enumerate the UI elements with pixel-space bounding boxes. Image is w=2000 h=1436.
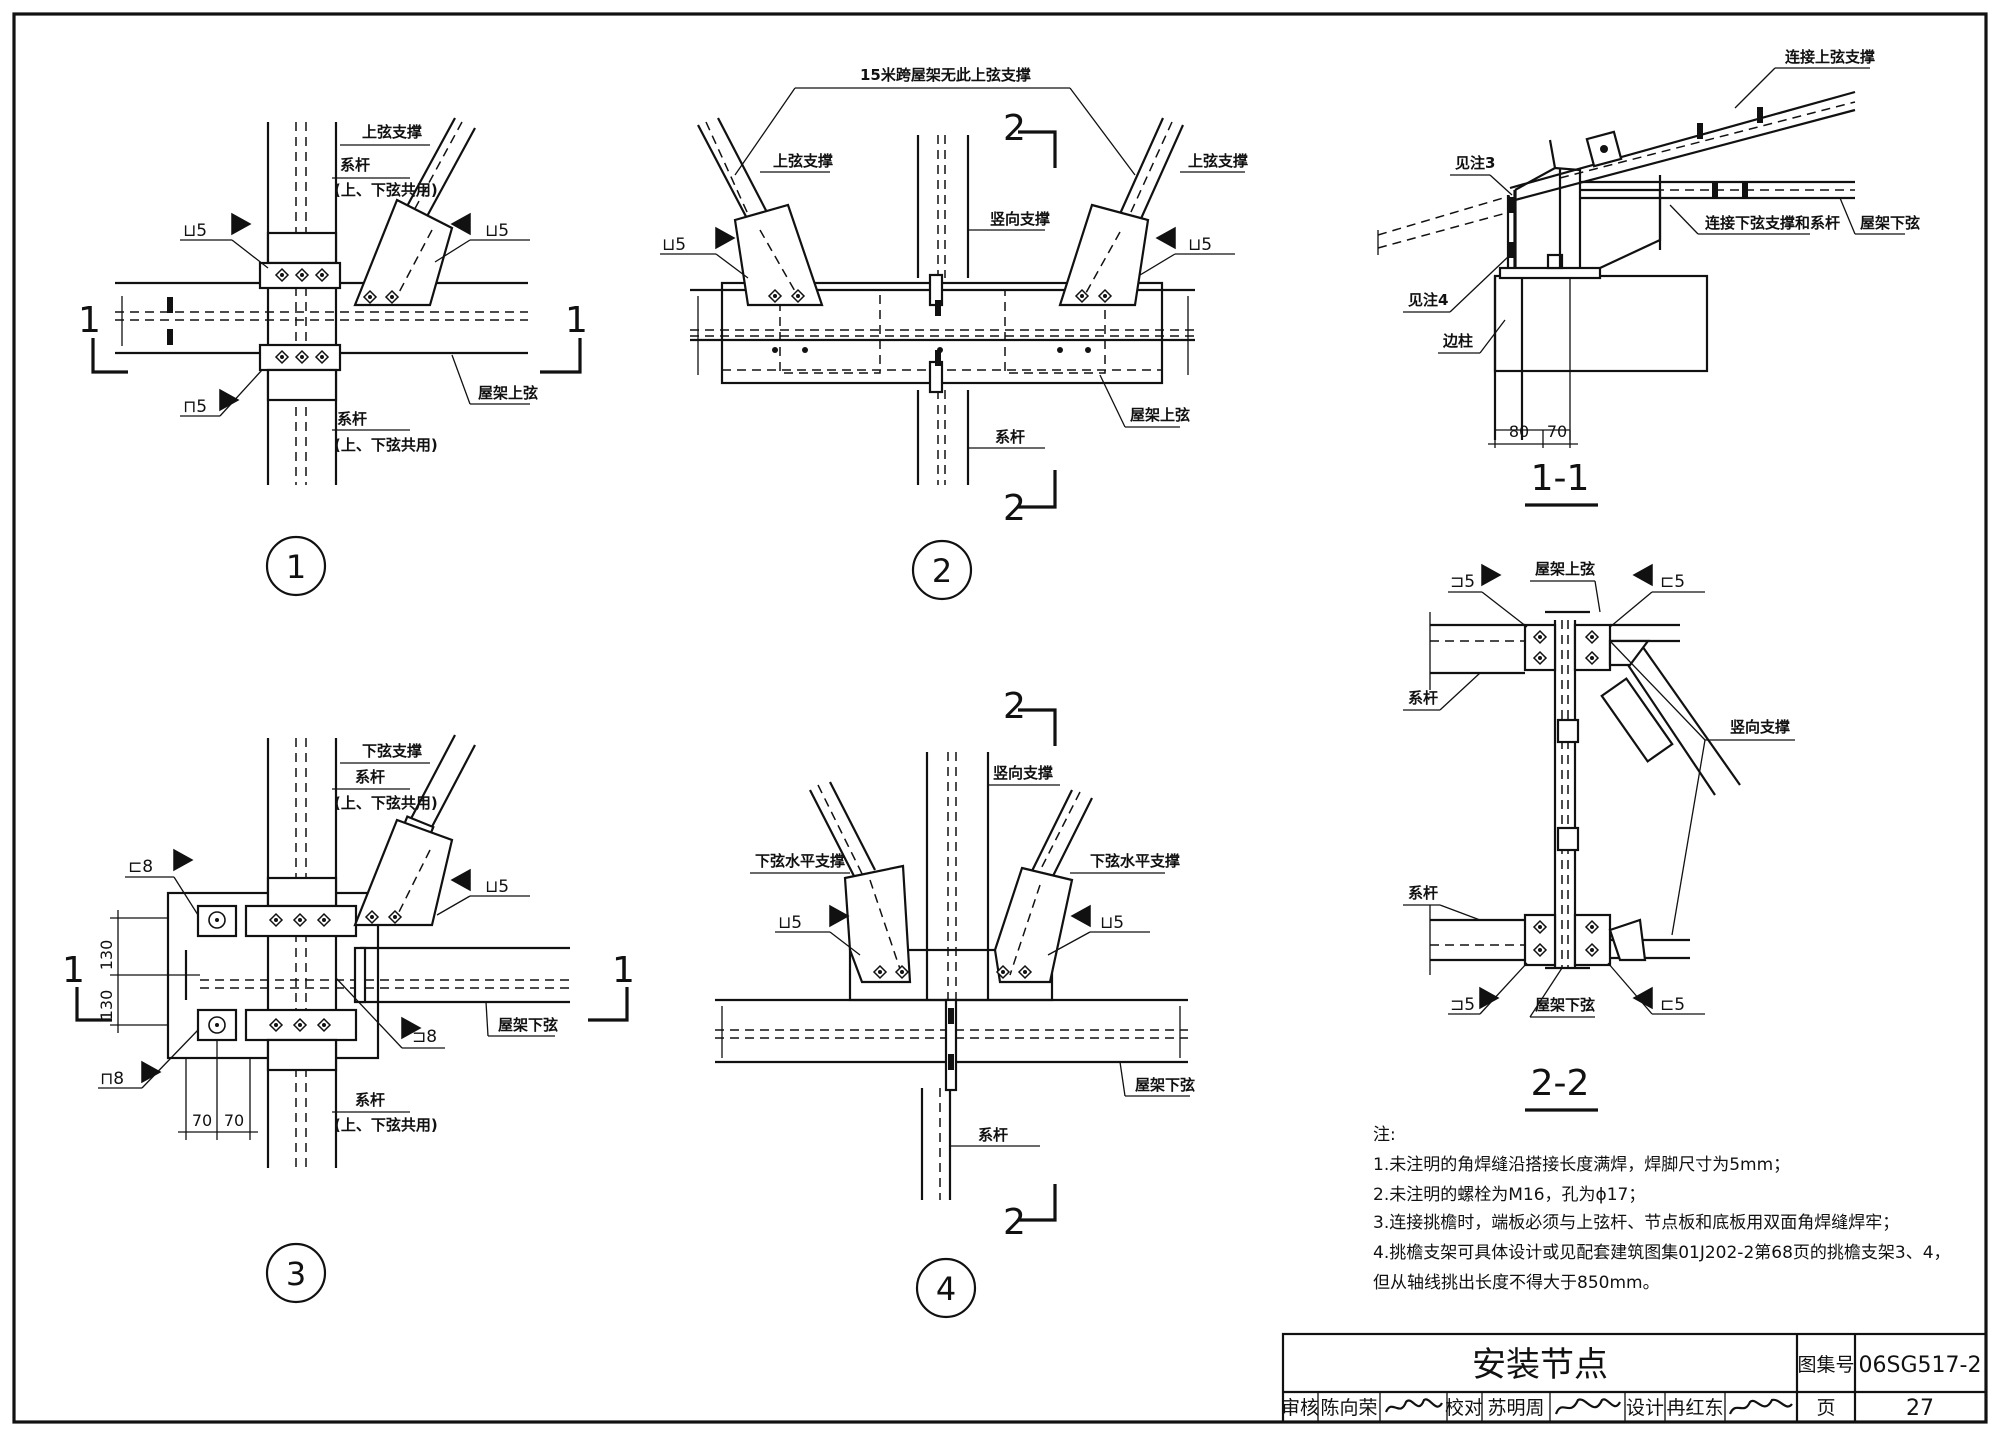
note-4: 4.挑檐支架可具体设计或见配套建筑图集01J202-2第68页的挑檐支架3、4， <box>1373 1243 1951 1263</box>
d3-dim-130a: 130 <box>97 940 116 971</box>
s11-label-bottom-chord: 屋架下弦 <box>1860 214 1920 232</box>
d3-section-right: 1 <box>612 950 635 991</box>
d4-label-vertical: 竖向支撑 <box>993 764 1053 782</box>
s11-dim-80: 80 <box>1509 422 1529 441</box>
d3-weld-r5: ⊔5 <box>485 877 509 897</box>
s11-label-note4: 见注4 <box>1408 291 1448 309</box>
reviewer-signature <box>1384 1398 1443 1413</box>
note-2: 2.未注明的螺栓为M16，孔为ϕ17； <box>1373 1185 1645 1205</box>
d2-weld-l: ⊔5 <box>662 235 686 255</box>
d3-dim-130b: 130 <box>97 990 116 1021</box>
d4-label-tie: 系杆 <box>978 1126 1008 1144</box>
detail-3: 130 130 70 70 1 1 下弦支撑 系杆 (上、下弦共用) 屋架下弦 … <box>62 734 635 1304</box>
d4-label-horiz-left: 下弦水平支撑 <box>755 852 845 870</box>
title-block-atlas-no: 06SG517-2 <box>1859 1353 1982 1378</box>
d3-label-tie-bottom-sub: (上、下弦共用) <box>334 1116 438 1134</box>
d3-section-left: 1 <box>62 950 85 991</box>
checker-signature <box>1554 1398 1621 1415</box>
title-block-reviewer: 陈向荣 <box>1320 1397 1377 1419</box>
d1-section-left: 1 <box>78 300 101 341</box>
d1-label-top-brace: 上弦支撑 <box>362 123 422 141</box>
d2-section-bottom: 2 <box>1003 488 1026 529</box>
title-block-review-label: 审核 <box>1281 1397 1319 1419</box>
d1-label-tie-bottom: 系杆 <box>337 410 367 428</box>
detail-1: 1 1 上弦支撑 系杆 (上、下弦共用) 屋架上弦 系杆 (上、下弦共用) ⊔5… <box>78 117 588 597</box>
d1-number: 1 <box>286 548 306 586</box>
d3-weld-l8: ⊏8 <box>128 857 153 877</box>
section-2-2: 屋架上弦 系杆 竖向支撑 系杆 屋架下弦 ⊐5 ⊏5 ⊐5 ⊏5 2-2 <box>1403 560 1795 1112</box>
d4-weld-r: ⊔5 <box>1100 913 1124 933</box>
title-block-checker: 苏明周 <box>1487 1397 1544 1419</box>
s11-label-note3: 见注3 <box>1455 154 1495 172</box>
d2-weld-r: ⊔5 <box>1188 235 1212 255</box>
d2-label-brace-right: 上弦支撑 <box>1188 152 1248 170</box>
d2-label-note-top: 15米跨屋架无此上弦支撑 <box>860 66 1031 84</box>
note-5: 但从轴线挑出长度不得大于850mm。 <box>1373 1273 1660 1293</box>
d2-label-chord: 屋架上弦 <box>1130 406 1190 424</box>
sheet-border <box>12 12 1988 1424</box>
d4-number: 4 <box>936 1270 956 1308</box>
d3-label-tie-top: 系杆 <box>355 768 385 786</box>
d3-label-tie-top-sub: (上、下弦共用) <box>334 794 438 812</box>
d1-section-right: 1 <box>565 300 588 341</box>
d3-label-chord: 屋架下弦 <box>498 1016 558 1034</box>
d2-label-vertical: 竖向支撑 <box>990 210 1050 228</box>
s11-dim-70: 70 <box>1547 422 1567 441</box>
detail-4: 竖向支撑 下弦水平支撑 下弦水平支撑 屋架下弦 系杆 ⊔5 ⊔5 2 2 4 <box>715 686 1195 1319</box>
designer-signature <box>1728 1398 1793 1415</box>
d3-weld-bl8: ⊓8 <box>100 1069 124 1089</box>
title-block-check-label: 校对 <box>1445 1397 1483 1419</box>
d1-weld-bl: ⊓5 <box>183 397 207 417</box>
d2-label-tie: 系杆 <box>995 428 1025 446</box>
title-block-title: 安装节点 <box>1472 1345 1608 1385</box>
s11-label-connect-top: 连接上弦支撑 <box>1785 48 1875 66</box>
s22-label-vertical: 竖向支撑 <box>1730 718 1790 736</box>
s11-label-connect-bottom: 连接下弦支撑和系杆 <box>1705 214 1840 232</box>
d4-label-horiz-right: 下弦水平支撑 <box>1090 852 1180 870</box>
s22-title: 2-2 <box>1531 1063 1590 1104</box>
s22-label-tie-top: 系杆 <box>1408 689 1438 707</box>
title-block-designer: 冉红东 <box>1666 1397 1723 1419</box>
d3-dim-70a: 70 <box>192 1111 212 1130</box>
s22-weld-tl: ⊐5 <box>1450 572 1475 592</box>
notes-heading: 注: <box>1373 1125 1396 1145</box>
d3-dim-70b: 70 <box>224 1111 244 1130</box>
s22-label-bottom-chord: 屋架下弦 <box>1535 996 1595 1014</box>
d3-number: 3 <box>286 1255 306 1293</box>
s22-label-top-chord: 屋架上弦 <box>1535 560 1595 578</box>
s11-title: 1-1 <box>1531 458 1590 499</box>
s11-label-column: 边柱 <box>1442 332 1473 350</box>
d1-label-tie-top: 系杆 <box>340 156 370 174</box>
detail-2: 15米跨屋架无此上弦支撑 上弦支撑 上弦支撑 竖向支撑 屋架上弦 系杆 ⊔5 ⊔… <box>660 66 1248 601</box>
title-block-page-no: 27 <box>1906 1396 1934 1421</box>
d1-label-chord: 屋架上弦 <box>478 384 538 402</box>
s22-label-tie-bottom: 系杆 <box>1408 884 1438 902</box>
s22-weld-br: ⊏5 <box>1660 995 1685 1015</box>
d4-section-top: 2 <box>1003 686 1026 727</box>
d3-label-bottom-brace: 下弦支撑 <box>362 742 422 760</box>
d4-label-chord: 屋架下弦 <box>1135 1076 1195 1094</box>
d4-section-bottom: 2 <box>1003 1202 1026 1243</box>
d2-number: 2 <box>932 552 952 590</box>
notes: 注: 1.未注明的角焊缝沿搭接长度满焊，焊脚尺寸为5mm； 2.未注明的螺栓为M… <box>1373 1125 1951 1293</box>
note-1: 1.未注明的角焊缝沿搭接长度满焊，焊脚尺寸为5mm； <box>1373 1155 1790 1175</box>
s22-weld-bl: ⊐5 <box>1450 995 1475 1015</box>
d3-label-tie-bottom: 系杆 <box>355 1091 385 1109</box>
title-block-page-label: 页 <box>1816 1397 1835 1419</box>
title-block-atlas-label: 图集号 <box>1797 1354 1854 1376</box>
d3-weld-c8: ⊐8 <box>412 1027 437 1047</box>
d1-weld-tl: ⊔5 <box>183 221 207 241</box>
title-block-design-label: 设计 <box>1626 1397 1664 1419</box>
d4-weld-l: ⊔5 <box>778 913 802 933</box>
d1-weld-tr: ⊔5 <box>485 221 509 241</box>
d1-label-tie-top-sub: (上、下弦共用) <box>334 181 438 199</box>
d1-label-tie-bottom-sub: (上、下弦共用) <box>334 436 438 454</box>
d2-section-top: 2 <box>1003 108 1026 149</box>
d2-label-brace-left: 上弦支撑 <box>773 152 833 170</box>
title-block: 安装节点 图集号 06SG517-2 审核 陈向荣 校对 苏明周 设计 冉红东 … <box>1281 1332 1988 1424</box>
note-3: 3.连接挑檐时，端板必须与上弦杆、节点板和底板用双面角焊缝焊牢； <box>1373 1213 1899 1233</box>
s22-weld-tr: ⊏5 <box>1660 572 1685 592</box>
section-1-1: 80 70 连接上弦支撑 见注3 见注4 连接下弦支撑和系杆 屋架下弦 边柱 1… <box>1377 48 1920 507</box>
